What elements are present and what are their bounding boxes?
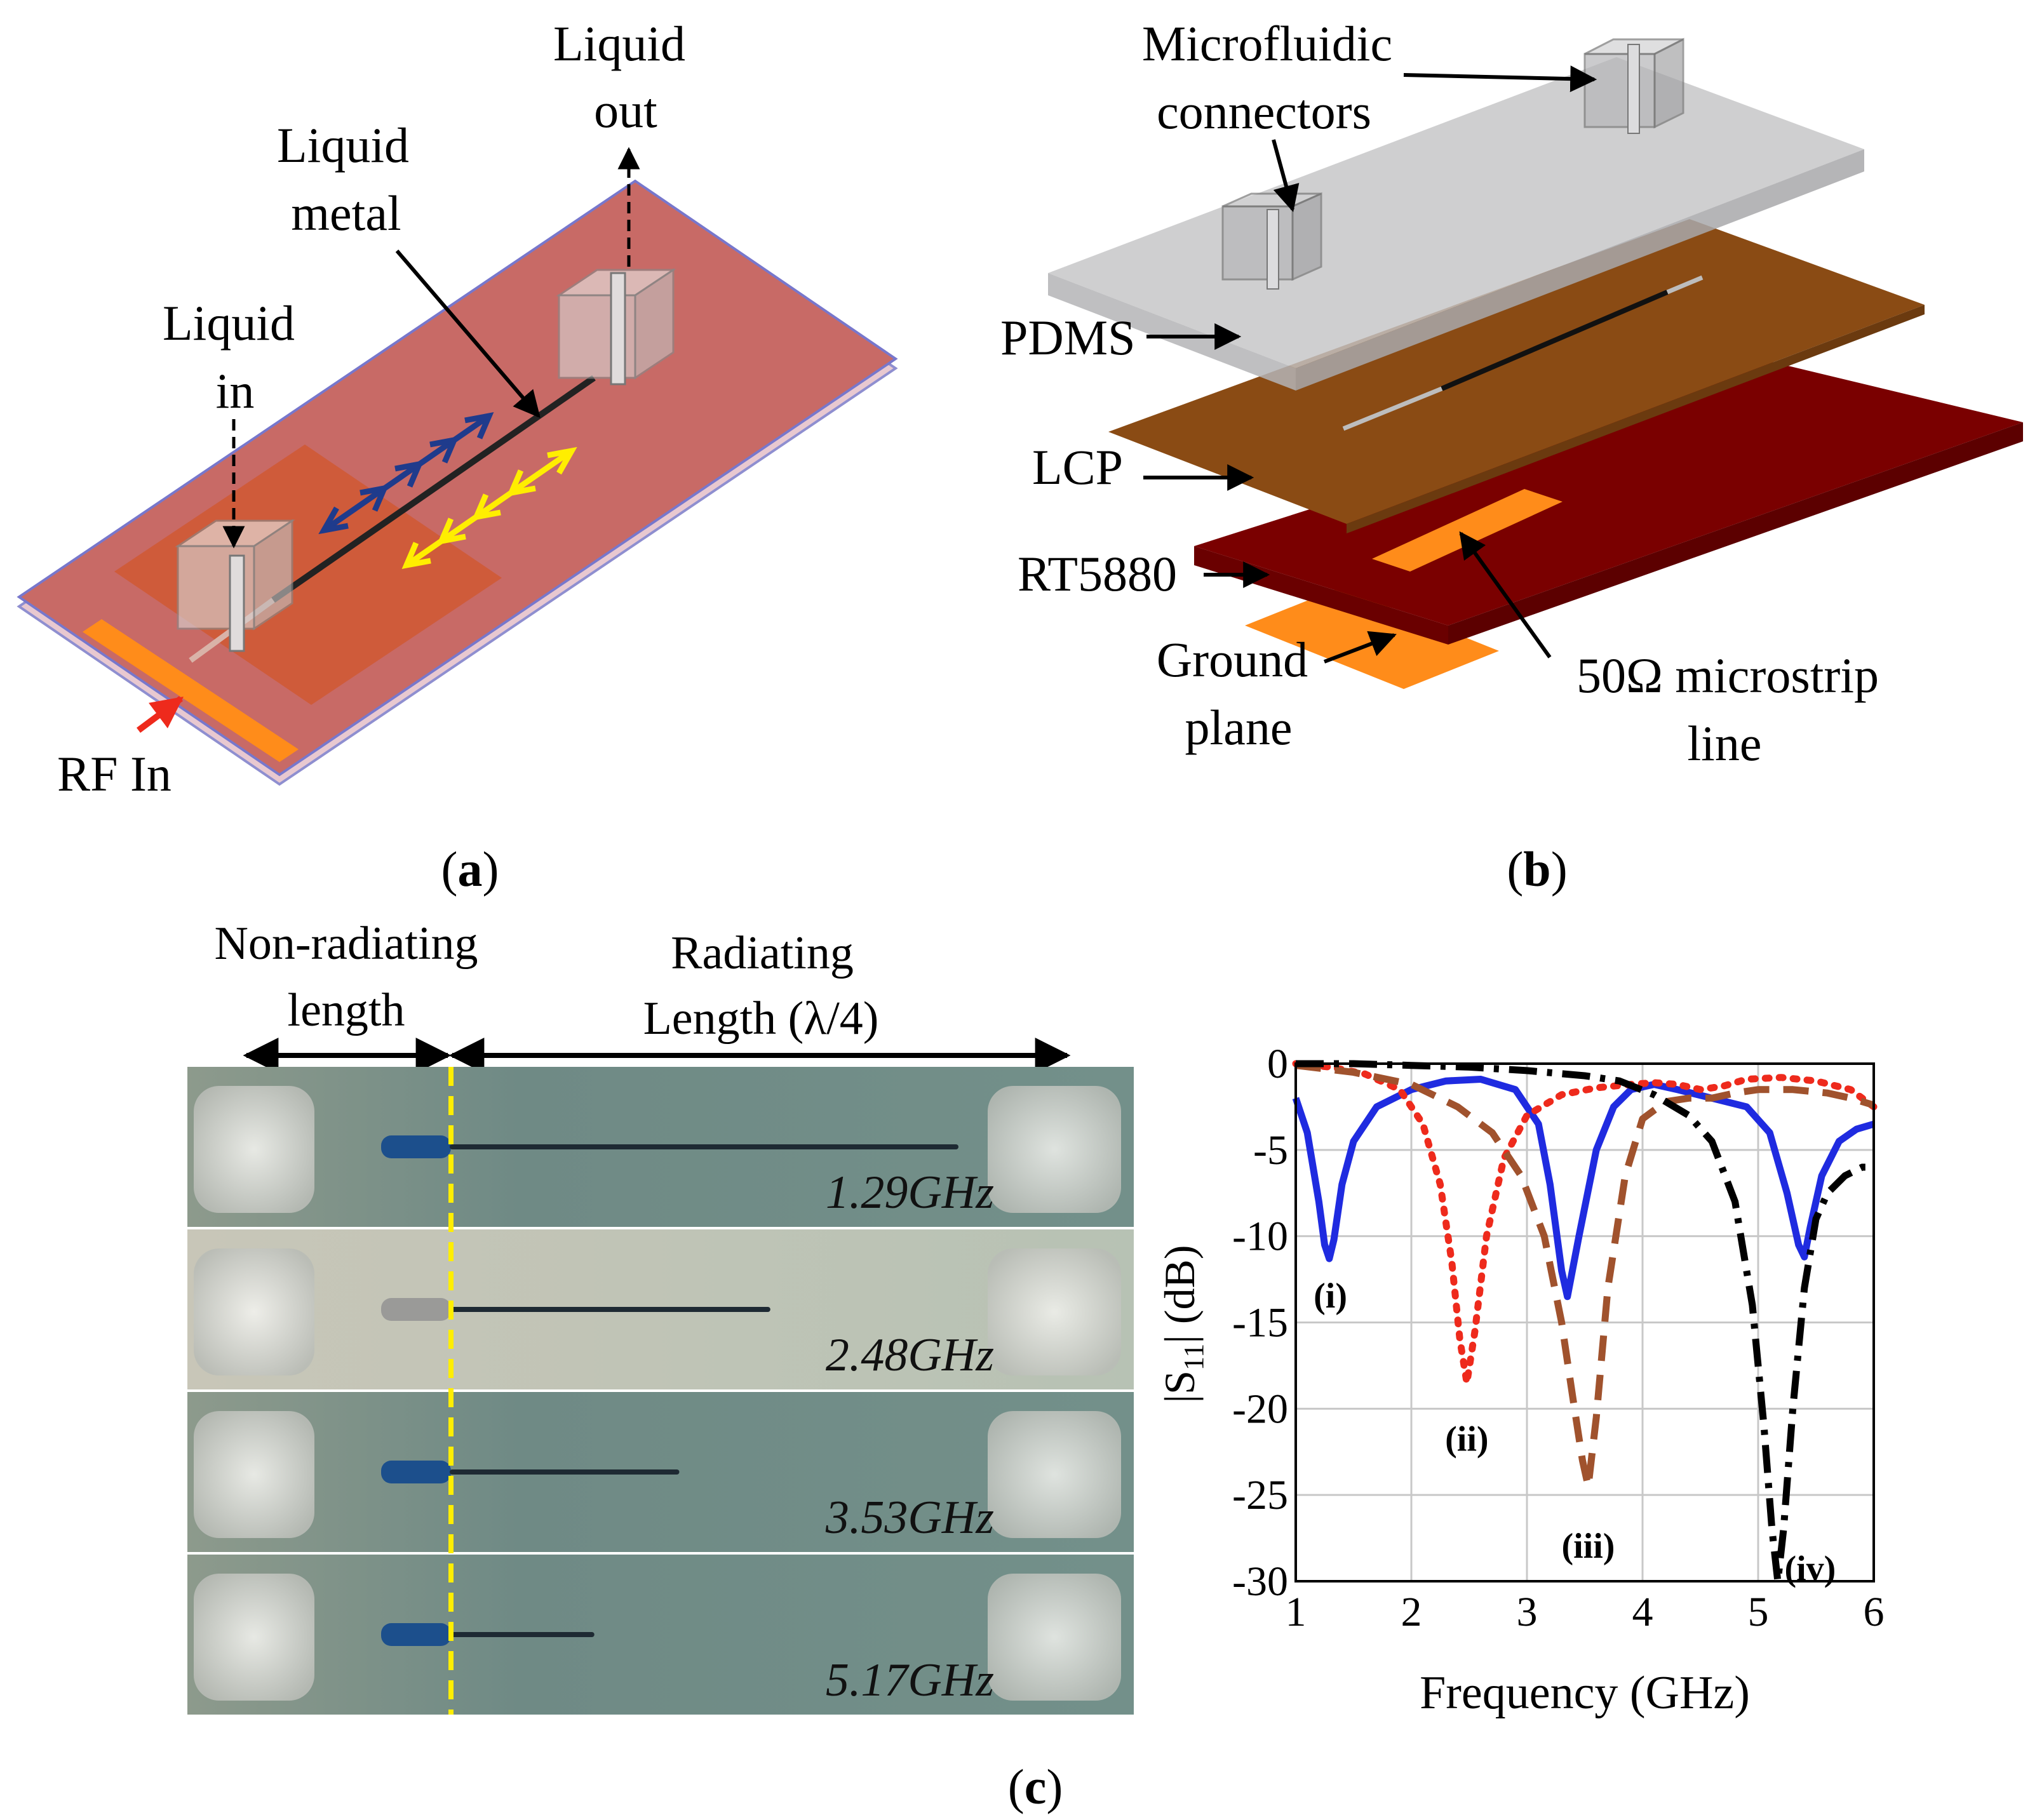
photo-frame: 3.53GHz [187,1392,1134,1552]
layer-lcp [1108,219,1925,533]
series-annotation: (ii) [1445,1420,1488,1459]
rf-in-label: RF In [57,746,171,801]
microstrip-feed [1372,489,1563,572]
y-tick-label: -25 [1232,1472,1288,1518]
liquid-metal-pointer [395,250,541,418]
ground-plane-label-line2: plane [1185,700,1293,755]
series-line [1296,1060,1874,1585]
connectors-label-line1: Microfluidic [1142,16,1392,71]
resonance-frequency-label: 5.17GHz [826,1654,994,1706]
panel-b: Microfluidic connectors PDMS LCP RT5880 … [1000,16,2023,897]
feed-plug [381,1623,451,1646]
flow-arrow-blue [318,412,494,535]
y-axis-label: |S11| (dB) [1155,1245,1209,1403]
lcp-liquid-metal [1441,290,1669,391]
outlet-connector-photo [988,1248,1121,1375]
photo-frame: 2.48GHz [187,1229,1134,1389]
feed-plug [381,1135,451,1158]
feed-plug [381,1461,451,1483]
ground-plane-label-line1: Ground [1157,632,1308,687]
non-radiating-label-line2: length [288,984,405,1036]
resonance-frequency-label: 2.48GHz [826,1329,994,1381]
panel-b-caption: (b) [1507,841,1567,897]
flow-arrow-yellow [401,446,577,569]
microstrip-pointer [1459,531,1552,659]
panel-a-caption: (a) [441,841,499,897]
x-tick-label: 2 [1401,1589,1422,1635]
lcp-label: LCP [1032,439,1123,495]
board-substrate [17,179,898,777]
liquid-metal-label-line1: Liquid [277,117,409,173]
connectors-label-line2: connectors [1157,84,1371,139]
lcp-channel-empty-left [1342,386,1443,431]
series-annotation: (iii) [1561,1527,1615,1566]
y-tick-label: -20 [1232,1386,1288,1432]
series-line [1292,1060,1878,1387]
radiating-label-line1: Radiating [671,927,854,979]
panel-c-caption: (c) [1008,1759,1063,1814]
curve-annotations: (i) (ii) (iii) (iv) [1314,1276,1836,1588]
radiating-label-line2: Length (λ/4) [643,993,879,1045]
inlet-connector-photo [194,1086,314,1213]
pdms-connector-right [1583,37,1684,134]
outlet-connector-photo [988,1086,1121,1213]
rf-in-arrow [137,695,184,733]
plot-frame [1294,1062,1875,1582]
inlet-connector-photo [194,1574,314,1701]
liquid-in-label-line1: Liquid [163,295,295,351]
ground-plane-pointer [1323,631,1397,664]
series-annotation: (iv) [1784,1549,1836,1588]
layer-pdms [1048,57,1864,391]
resonance-frequency-label: 1.29GHz [826,1167,994,1219]
s11-chart: 1 2 3 4 5 6 0 -5 -10 -15 -20 -25 -30 (i) (ii) (iii) (iv… [1155,1041,1885,1719]
inlet-connector-photo [194,1411,314,1538]
y-tick-label: -5 [1253,1127,1288,1174]
liquid-metal-channel [271,375,596,603]
outlet-connector-photo [988,1574,1121,1701]
connectors-pointer-right [1403,65,1597,93]
photo-frame: 1.29GHz [187,1067,1134,1227]
series-line [1292,1076,1875,1301]
feed-plug [381,1298,451,1321]
liquid-in-label-line2: in [216,363,255,418]
series-group [1292,1060,1878,1585]
resonance-frequency-label: 3.53GHz [825,1492,994,1544]
x-tick-label: 6 [1864,1589,1885,1635]
x-tick-label: 5 [1748,1589,1769,1635]
rt5880-label: RT5880 [1018,546,1177,601]
feed-strip [83,619,299,762]
non-radiating-label-line1: Non-radiating [214,918,478,970]
pdms-label: PDMS [1000,310,1135,365]
connectors-pointer-left [1272,139,1300,213]
photo-strip: 1.29GHz 2.48GHz 3.53GHz 5.17GHz [187,1067,1134,1715]
microstrip-label-line1: 50Ω microstrip [1576,648,1879,703]
y-tick-label: -10 [1232,1214,1288,1260]
photo-background [187,1555,1134,1715]
tick-labels: 1 2 3 4 5 6 0 -5 -10 -15 -20 -25 -30 [1232,1041,1884,1635]
y-tick-label: -15 [1232,1300,1288,1346]
x-tick-label: 4 [1632,1589,1653,1635]
microstrip-label-line2: line [1688,716,1762,771]
liquid-out-label-line2: out [594,83,657,138]
liquid-out-label-line1: Liquid [553,16,685,71]
photo-frame: 5.17GHz [187,1555,1134,1715]
outlet-connector [556,268,676,385]
x-tick-label: 1 [1286,1589,1307,1635]
x-tick-label: 3 [1517,1589,1538,1635]
series-annotation: (i) [1314,1276,1347,1316]
outlet-connector-photo [988,1411,1121,1538]
lcp-channel-empty-right [1666,275,1704,295]
y-tick-label: -30 [1232,1558,1288,1605]
panel-a: Liquid out Liquid metal Liquid in RF In … [17,16,898,897]
liquid-metal-label-line2: metal [291,185,401,241]
panel-c-photos: Non-radiating length Radiating Length (λ… [187,918,1134,1715]
y-tick-label: 0 [1267,1041,1288,1087]
x-axis-label: Frequency (GHz) [1420,1667,1750,1719]
inlet-connector-photo [194,1248,314,1375]
series-line [1295,1062,1875,1490]
